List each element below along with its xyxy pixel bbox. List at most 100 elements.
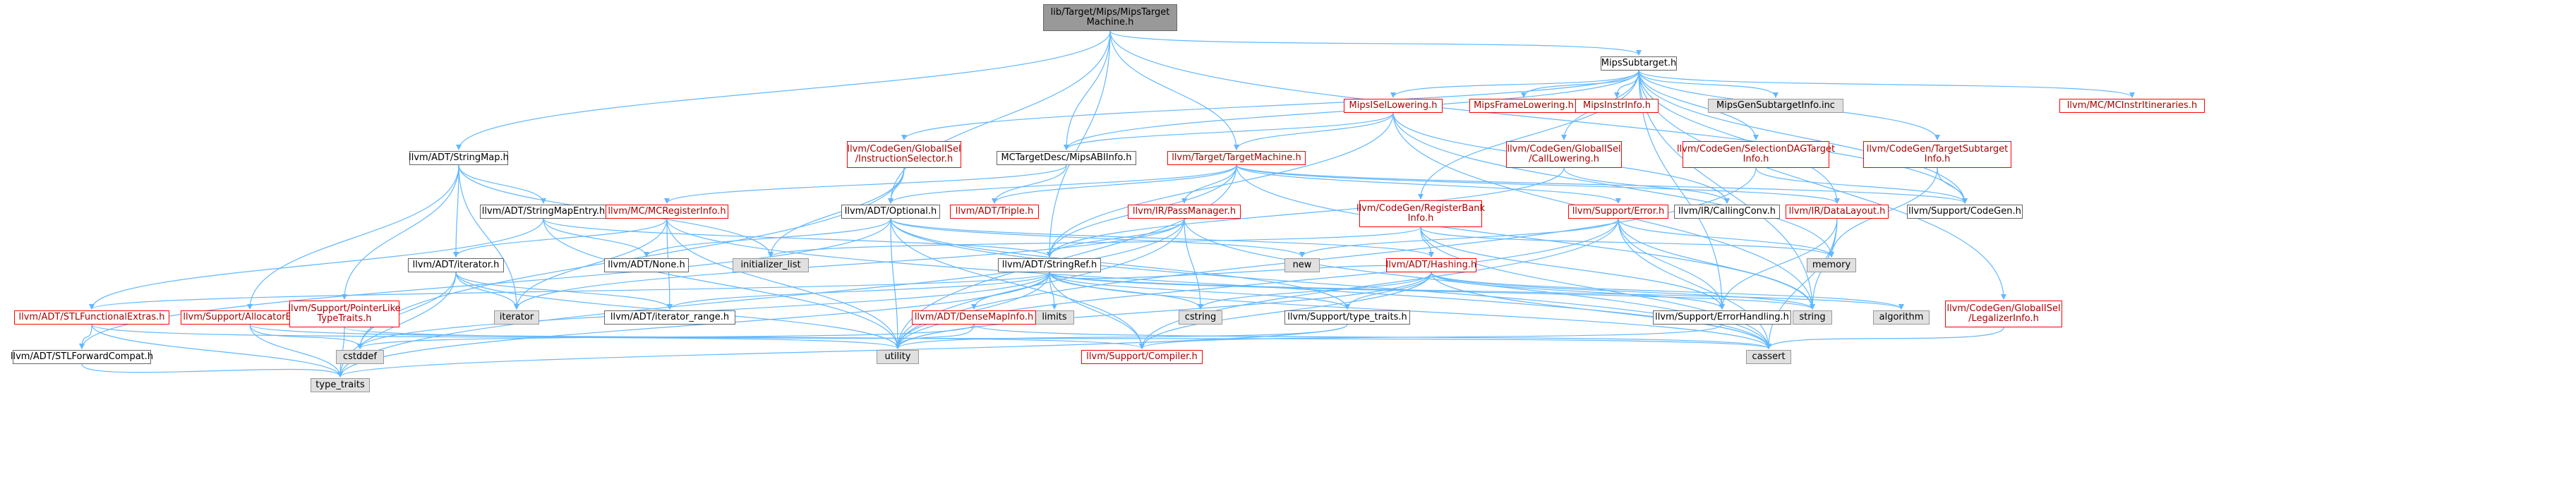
edge-support-error-to-memory: [1618, 218, 1834, 258]
node-cg-seldag[interactable]: llvm/CodeGen/SelectionDAGTarget Info.h: [1677, 141, 1835, 168]
node-type-traits-h[interactable]: llvm/Support/type_traits.h: [1284, 310, 1410, 325]
node-mc-reginfo[interactable]: llvm/MC/MCRegisterInfo.h: [606, 205, 728, 219]
node-compiler[interactable]: llvm/Support/Compiler.h: [1081, 350, 1203, 364]
node-instrinfo[interactable]: MipsInstrInfo.h: [1575, 99, 1659, 113]
edge-stl-functional-to-type-traits: [91, 324, 343, 377]
edge-optional-to-cassert: [890, 218, 1771, 349]
edge-isel-lowering-to-target-machine: [1234, 112, 1394, 150]
edge-stringref-to-cstring: [1049, 272, 1203, 310]
node-isel-lowering[interactable]: MipsISelLowering.h: [1344, 99, 1443, 113]
edge-iterator-h-to-iterator: [455, 272, 519, 310]
node-cg-gisel-instsel[interactable]: llvm/CodeGen/GlobalISel /InstructionSele…: [847, 141, 961, 168]
edge-mips-subtarget-to-support-codegen: [1638, 70, 1968, 204]
node-support-codegen[interactable]: llvm/Support/CodeGen.h: [1907, 205, 2023, 219]
node-stl-functional[interactable]: llvm/ADT/STLFunctionalExtras.h: [14, 310, 169, 325]
node-none[interactable]: llvm/ADT/None.h: [604, 258, 689, 272]
node-mc-instr-itin[interactable]: llvm/MC/MCInstrItineraries.h: [2059, 99, 2205, 113]
edge-root-to-stringref: [1047, 30, 1111, 258]
edge-target-machine-to-ir-passmanager: [1181, 164, 1237, 204]
node-ir-datalayout[interactable]: llvm/IR/DataLayout.h: [1786, 205, 1889, 219]
edge-root-to-mctd-abiinfo: [1064, 30, 1111, 150]
edge-mips-subtarget-to-cg-gisel-instsel: [901, 70, 1639, 140]
node-cstring[interactable]: cstring: [1179, 310, 1222, 325]
edge-mips-subtarget-to-ir-datalayout: [1638, 70, 1840, 204]
node-error-handling[interactable]: llvm/Support/ErrorHandling.h: [1653, 310, 1791, 325]
edge-ir-passmanager-to-type-traits: [337, 218, 1185, 377]
node-allocatorbase[interactable]: llvm/Support/AllocatorBase.h: [181, 310, 319, 325]
node-mips-subtarget[interactable]: MipsSubtarget.h: [1601, 56, 1677, 71]
edge-ir-passmanager-to-cstring: [1184, 218, 1203, 310]
edge-stl-functional-to-stl-forward: [79, 324, 92, 349]
node-type-traits[interactable]: type_traits: [311, 378, 370, 392]
edge-mc-reginfo-to-iterator-h: [453, 218, 668, 258]
node-stl-forward[interactable]: llvm/ADT/STLForwardCompat.h: [11, 350, 153, 364]
node-utility[interactable]: utility: [877, 350, 919, 364]
edge-stringref-to-iterator-range: [667, 272, 1050, 310]
edge-cg-gisel-instsel-to-optional: [888, 167, 905, 204]
node-ir-passmanager[interactable]: llvm/IR/PassManager.h: [1128, 205, 1241, 219]
edge-hashing-to-error-handling: [1431, 272, 1725, 310]
node-initializer-list[interactable]: initializer_list: [733, 258, 809, 272]
node-algorithm[interactable]: algorithm: [1873, 310, 1930, 325]
node-hashing[interactable]: llvm/ADT/Hashing.h: [1386, 258, 1476, 272]
edge-stringref-to-stl-functional: [89, 272, 1050, 310]
node-cg-gisel-calllow[interactable]: llvm/CodeGen/GlobalISel /CallLowering.h: [1506, 141, 1622, 168]
edge-target-machine-to-support-codegen: [1236, 164, 1968, 204]
edge-cg-regbank-to-initializer-list: [768, 226, 1421, 258]
node-cg-targetsub[interactable]: llvm/CodeGen/TargetSubtarget Info.h: [1863, 141, 2011, 168]
edge-stringmap-to-allocatorbase: [247, 164, 459, 310]
edge-mctd-abiinfo-to-triple: [992, 164, 1067, 204]
edge-target-machine-to-support-error: [1236, 164, 1621, 204]
node-ir-callingconv[interactable]: llvm/IR/CallingConv.h: [1674, 205, 1780, 219]
node-string[interactable]: string: [1793, 310, 1832, 325]
node-optional[interactable]: llvm/ADT/Optional.h: [841, 205, 940, 219]
edge-root-to-target-machine: [1109, 30, 1239, 150]
node-iterator[interactable]: iterator: [494, 310, 539, 325]
node-mctd-abiinfo[interactable]: MCTargetDesc/MipsABIInfo.h: [997, 151, 1136, 165]
node-new[interactable]: new: [1284, 258, 1320, 272]
edge-optional-to-compiler: [890, 218, 1145, 349]
edge-mips-subtarget-to-gen-subtarget: [1638, 70, 1778, 98]
node-cassert[interactable]: cassert: [1746, 350, 1791, 364]
node-memory[interactable]: memory: [1807, 258, 1856, 272]
edge-cg-gisel-legalizer-to-cassert: [1766, 327, 2004, 349]
node-stringmap[interactable]: llvm/ADT/StringMap.h: [409, 151, 509, 165]
edge-target-machine-to-string: [1236, 164, 1815, 310]
node-limits[interactable]: limits: [1035, 310, 1074, 325]
node-support-error[interactable]: llvm/Support/Error.h: [1568, 205, 1668, 219]
edge-stringref-to-string: [1049, 272, 1815, 310]
edge-support-error-to-compiler: [1139, 218, 1619, 349]
edge-mc-reginfo-to-iterator: [514, 218, 668, 310]
edge-hashing-to-cassert: [1431, 272, 1771, 349]
node-iterator-range[interactable]: llvm/ADT/iterator_range.h: [604, 310, 735, 325]
node-pointerlike[interactable]: llvm/Support/PointerLike TypeTraits.h: [288, 301, 401, 327]
edge-ir-passmanager-to-iterator: [514, 218, 1185, 310]
node-cg-gisel-legalizer[interactable]: llvm/CodeGen/GlobalISel /LegalizerInfo.h: [1945, 301, 2062, 327]
edge-ir-passmanager-to-cassert: [1184, 218, 1771, 349]
node-frame-lowering[interactable]: MipsFrameLowering.h: [1469, 99, 1578, 113]
edge-ir-passmanager-to-stringref: [1047, 218, 1185, 258]
edge-stringmapentry-to-stringref: [543, 218, 1052, 258]
edge-cg-gisel-calllow-to-ir-callingconv: [1563, 167, 1730, 204]
edge-ir-passmanager-to-utility: [895, 218, 1185, 349]
edge-type-traits-h-to-utility: [895, 324, 1348, 349]
node-triple[interactable]: llvm/ADT/Triple.h: [950, 205, 1039, 219]
edge-error-handling-to-compiler: [1139, 324, 1723, 349]
node-stringmapentry[interactable]: llvm/ADT/StringMapEntry.h: [480, 205, 607, 219]
edge-stringref-to-limits: [1049, 272, 1057, 310]
node-densemapinfo[interactable]: llvm/ADT/DenseMapInfo.h: [912, 310, 1036, 325]
node-stringref[interactable]: llvm/ADT/StringRef.h: [998, 258, 1101, 272]
node-cstddef[interactable]: cstddef: [336, 350, 384, 364]
edge-densemapinfo-to-utility: [895, 324, 975, 349]
edge-target-machine-to-triple: [992, 164, 1237, 204]
edge-support-error-to-cassert: [1618, 218, 1771, 349]
node-target-machine[interactable]: llvm/Target/TargetMachine.h: [1167, 151, 1306, 165]
edge-stringmapentry-to-none: [543, 218, 649, 258]
edge-stringmap-to-stringmapentry: [458, 164, 546, 204]
node-iterator-h[interactable]: llvm/ADT/iterator.h: [408, 258, 504, 272]
edge-root-to-support-codegen: [1109, 30, 1968, 204]
node-gen-subtarget[interactable]: MipsGenSubtargetInfo.inc: [1708, 99, 1843, 113]
edge-stringmap-to-pointerlike: [342, 164, 459, 300]
node-root: lib/Target/Mips/MipsTarget Machine.h: [1043, 4, 1177, 31]
node-cg-regbank[interactable]: llvm/CodeGen/RegisterBank Info.h: [1356, 200, 1485, 227]
